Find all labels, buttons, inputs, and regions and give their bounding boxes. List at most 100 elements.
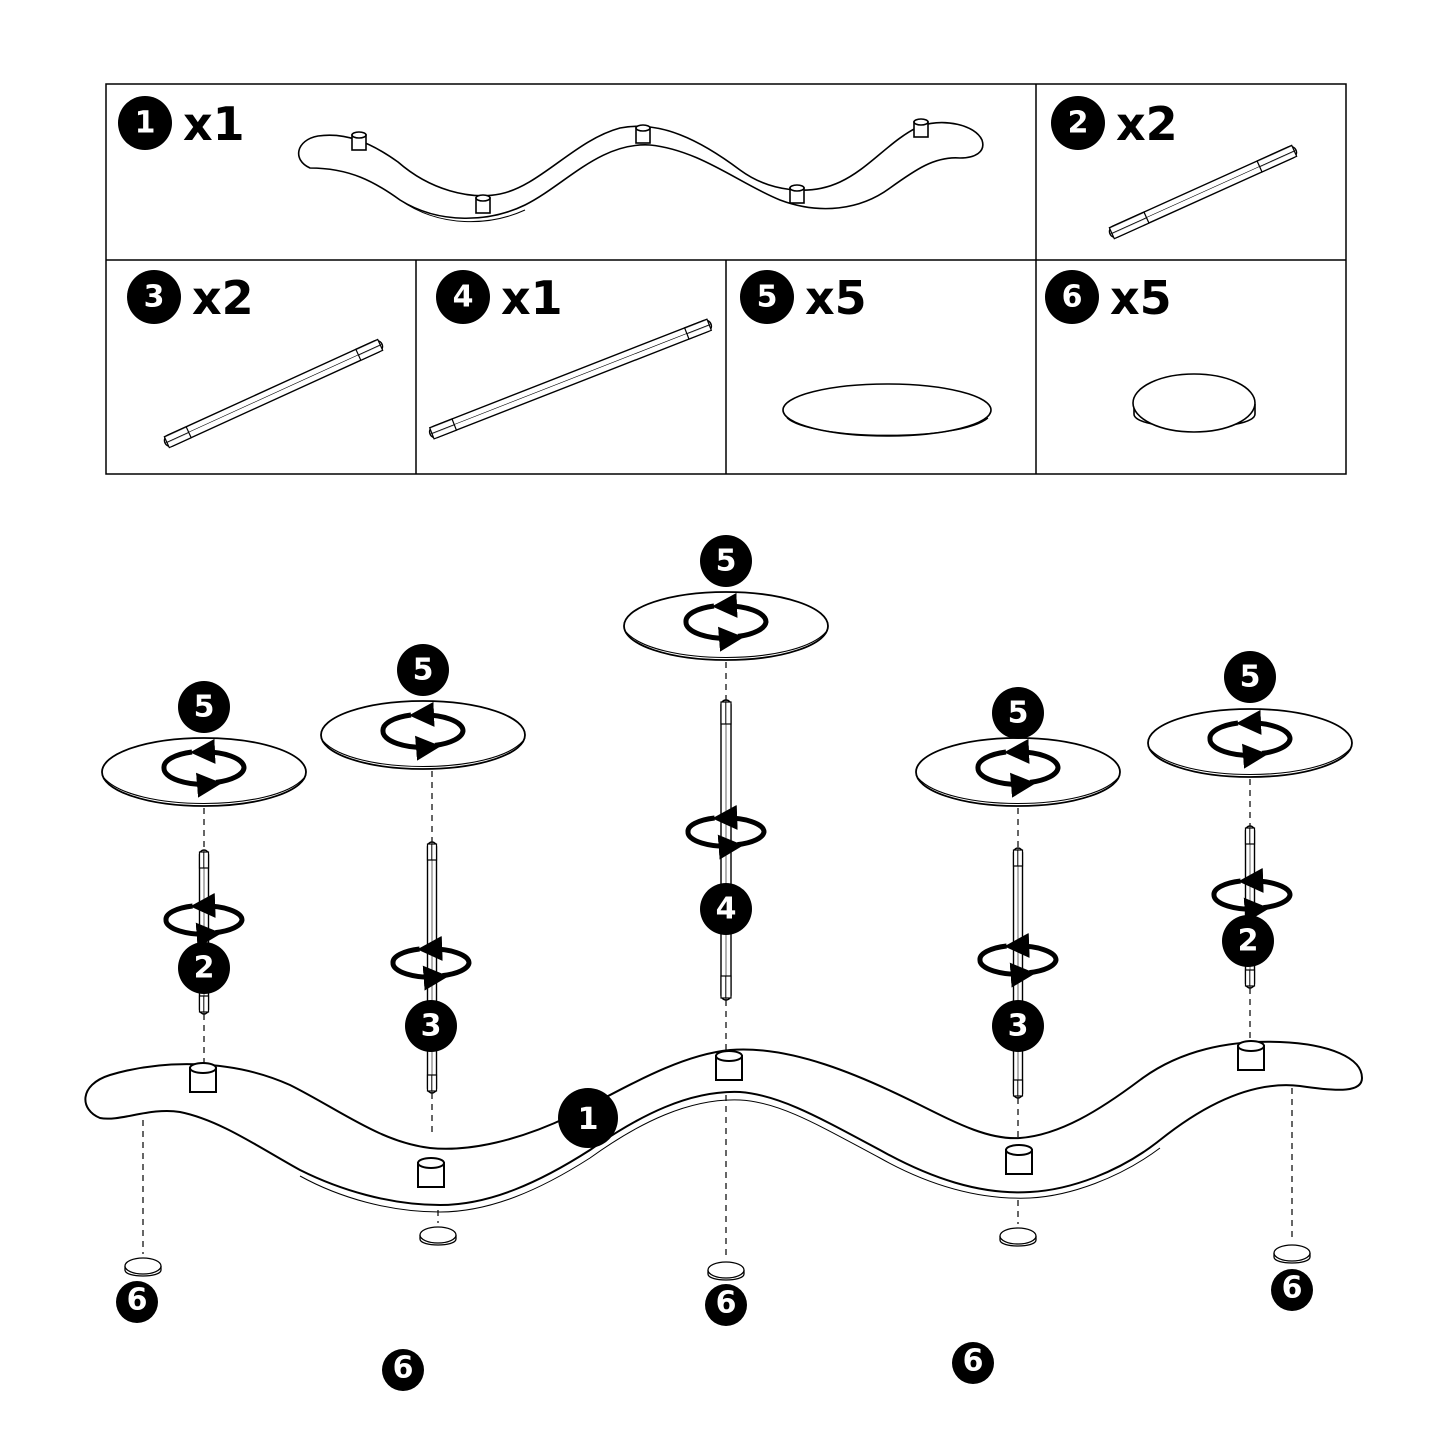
plate-2: [320, 700, 526, 770]
plate-4-rotate-arrows-icon: [975, 738, 1061, 798]
plate-callout-1-disc: [178, 681, 230, 733]
assembly-rod-3: [720, 699, 732, 1001]
rod-callout-1-disc: [178, 942, 230, 994]
plate-callout-4-disc: [992, 687, 1044, 739]
part-6-foot-pad: [1132, 373, 1256, 433]
part-4-rod: [428, 318, 713, 440]
part-2-rod: [1108, 144, 1298, 240]
plates: [101, 591, 1353, 807]
part-4-quantity: x1: [501, 271, 563, 325]
rod-1-rotate-arrows-icon: [163, 892, 245, 948]
part-6-quantity: x5: [1110, 271, 1172, 325]
part-5-bubble: 5: [740, 270, 794, 324]
plate-4: [915, 737, 1121, 807]
foot-pad-1: [124, 1257, 162, 1277]
foot-callout-5: 6: [1271, 1269, 1313, 1311]
rod-callout-5: 2: [1222, 915, 1274, 967]
rod-callout-2-disc: [405, 1000, 457, 1052]
plate-2-rotate-arrows-icon: [380, 701, 466, 761]
rod-2-rotate-arrows-icon: [390, 935, 472, 991]
assembly-rod-2: [426, 841, 438, 1094]
foot-callout-1: 6: [116, 1281, 158, 1323]
foot-callout-2: 6: [382, 1349, 424, 1391]
parts-table: [105, 83, 1347, 475]
plate-5-rotate-arrows-icon: [1207, 709, 1293, 769]
foot-callout-4-number: 6: [963, 1344, 984, 1379]
foot-callout-4-disc: [952, 1342, 994, 1384]
plate-callout-5-number: 5: [1240, 659, 1261, 694]
rod-callout-4-number: 3: [1008, 1008, 1029, 1043]
plate-callout-3: 5: [700, 535, 752, 587]
foot-callout-5-number: 6: [1282, 1271, 1303, 1306]
rod-5-rotate-arrows-icon: [1211, 867, 1293, 923]
base-callout: 1: [558, 1088, 618, 1148]
rod-3-rotate-arrows-icon: [685, 804, 767, 860]
part-3-quantity: x2: [192, 271, 254, 325]
part-3-bubble-number: 3: [144, 280, 165, 315]
plate-callout-3-disc: [700, 535, 752, 587]
rod-callout-5-disc: [1222, 915, 1274, 967]
plate-callout-2-disc: [397, 644, 449, 696]
foot-callout-2-number: 6: [393, 1351, 414, 1386]
rod-callout-2-number: 3: [421, 1008, 442, 1043]
plate-callout-2: 5: [397, 644, 449, 696]
part-3-bubble-disc: [127, 270, 181, 324]
part-2-bubble-disc: [1051, 96, 1105, 150]
foot-callout-1-disc: [116, 1281, 158, 1323]
part-5-bubble-number: 5: [757, 280, 778, 315]
part-2-bubble: 2: [1051, 96, 1105, 150]
foot-callout-1-number: 6: [127, 1283, 148, 1318]
part-4-bubble-number: 4: [453, 280, 474, 315]
foot-callout-3-number: 6: [716, 1286, 737, 1321]
table-rods: [163, 144, 1298, 449]
assembly-base: [84, 1040, 1364, 1213]
plate-1-rotate-arrows-icon: [161, 738, 247, 798]
part-1-bubble-number: 1: [135, 106, 156, 141]
plate-callout-4-number: 5: [1008, 695, 1029, 730]
plate-callout-1-number: 5: [194, 689, 215, 724]
foot-pad-5: [1273, 1244, 1311, 1264]
foot-callout-3-disc: [705, 1284, 747, 1326]
base-sockets: [351, 118, 929, 214]
rod-callout-2: 3: [405, 1000, 457, 1052]
plate-3-rotate-arrows-icon: [683, 592, 769, 652]
base-callout-number: 1: [578, 1102, 599, 1137]
part-5-plate: [782, 383, 992, 437]
part-2-quantity: x2: [1116, 97, 1178, 151]
callouts: 5 5 5 5 5 2 3 4 3 2 1 6 6 6 6 6: [116, 535, 1313, 1391]
part-1-wavy-base: [298, 118, 984, 223]
rod-callout-4: 3: [992, 1000, 1044, 1052]
plate-3: [623, 591, 829, 661]
foot-callout-3: 6: [705, 1284, 747, 1326]
rod-callout-5-number: 2: [1238, 923, 1259, 958]
plate-5: [1147, 708, 1353, 778]
plate-callout-3-number: 5: [716, 543, 737, 578]
base-callout-disc: [558, 1088, 618, 1148]
rod-callout-3-number: 4: [716, 891, 737, 926]
plate-callout-5-disc: [1224, 651, 1276, 703]
rod-callout-3: 4: [700, 883, 752, 935]
foot-callout-2-disc: [382, 1349, 424, 1391]
part-1-bubble-disc: [118, 96, 172, 150]
part-5-bubble-disc: [740, 270, 794, 324]
rotations: [163, 804, 1293, 991]
plate-callout-1: 5: [178, 681, 230, 733]
foot-pads: [124, 1226, 1311, 1281]
part-2-bubble-number: 2: [1068, 106, 1089, 141]
rod-callout-1-number: 2: [194, 950, 215, 985]
assembly-sockets: [189, 1040, 1265, 1188]
part-6-bubble: 6: [1045, 270, 1099, 324]
part-3-bubble: 3: [127, 270, 181, 324]
rod-callout-1: 2: [178, 942, 230, 994]
plate-callout-4: 5: [992, 687, 1044, 739]
rod-4-rotate-arrows-icon: [977, 932, 1059, 988]
plate-1: [101, 737, 307, 807]
rod-callout-4-disc: [992, 1000, 1044, 1052]
foot-callout-5-disc: [1271, 1269, 1313, 1311]
foot-pad-3: [707, 1261, 745, 1281]
part-1-quantity: x1: [183, 97, 245, 151]
foot-callout-4: 6: [952, 1342, 994, 1384]
part-5-quantity: x5: [805, 271, 867, 325]
